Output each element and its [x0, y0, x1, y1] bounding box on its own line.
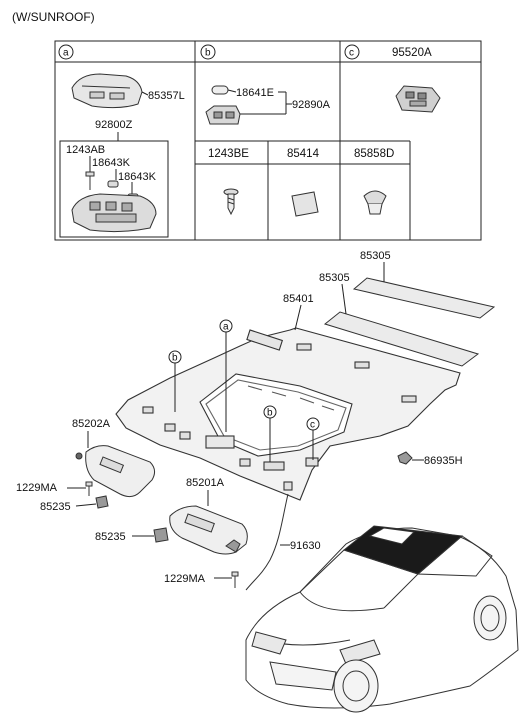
callout-b2-diagram-label: b — [267, 408, 273, 419]
label-92890A: 92890A — [292, 99, 331, 111]
roof-strip-mid — [323, 311, 480, 367]
screw-right-icon — [231, 571, 239, 588]
screw-left-icon — [85, 481, 93, 496]
sunvisor-right — [169, 505, 248, 555]
label-92800Z: 92800Z — [95, 119, 133, 131]
cell-c: c 95520A — [344, 44, 441, 113]
label-85858D: 85858D — [354, 148, 394, 160]
label-85201A: 85201A — [186, 477, 225, 489]
label-85235-right: 85235 — [95, 531, 126, 543]
callout-a-diagram-label: a — [223, 322, 229, 333]
map-lamp-icon — [395, 85, 441, 113]
cell-a-circle-label: a — [63, 48, 69, 59]
callout-c-diagram-label: c — [310, 420, 315, 431]
cell-b: b 18641E 92890A — [200, 44, 331, 125]
label-1229MA-left: 1229MA — [16, 482, 58, 494]
screw-icon — [223, 188, 239, 216]
label-85202A: 85202A — [72, 418, 111, 430]
label-1229MA-right: 1229MA — [164, 573, 206, 585]
holder-right-icon — [153, 527, 169, 543]
cell-a: a 85357L 92800Z 1243AB 18643K 18643K — [58, 44, 185, 238]
label-85235-left: 85235 — [40, 501, 71, 513]
room-lamp-assembly-icon — [71, 193, 157, 233]
label-18643K-1: 18643K — [92, 157, 131, 169]
pad-icon — [291, 191, 319, 217]
bulb-icon — [211, 85, 229, 95]
label-85357L: 85357L — [148, 90, 185, 102]
cell-a-subbox — [59, 140, 169, 238]
wire-harness — [245, 493, 289, 591]
label-95520A: 95520A — [392, 47, 432, 59]
label-85305-top: 85305 — [360, 250, 391, 262]
label-1243BE: 1243BE — [208, 148, 249, 160]
page-title: (W/SUNROOF) — [12, 10, 95, 24]
cell-c-circle-label: c — [349, 48, 354, 59]
label-85305-mid: 85305 — [319, 272, 350, 284]
room-lamp-icon — [71, 73, 143, 109]
label-91630: 91630 — [290, 540, 321, 552]
row2: 1243BE 85414 85858D — [208, 148, 394, 217]
label-18641E: 18641E — [236, 87, 274, 99]
cell-b-circle-label: b — [205, 48, 211, 59]
label-85401: 85401 — [283, 293, 314, 305]
roof-strip-top — [352, 277, 496, 319]
headliner — [115, 327, 461, 501]
holder-left-icon — [95, 495, 109, 509]
clip-icon — [363, 190, 387, 215]
parts-table — [54, 40, 482, 241]
clip-86935H-icon — [397, 451, 413, 465]
callout-circle-c — [344, 44, 360, 60]
callout-circle-b — [200, 44, 216, 60]
callout-circle-a — [58, 44, 74, 60]
label-85414: 85414 — [287, 148, 320, 160]
callout-b1-diagram-label: b — [172, 353, 178, 364]
car-illustration — [245, 525, 519, 713]
label-1243AB: 1243AB — [66, 144, 105, 156]
sunvisor-left — [75, 445, 156, 498]
label-18643K-2: 18643K — [118, 171, 157, 183]
bolt-icon — [85, 171, 95, 190]
vanity-lamp-icon — [205, 105, 241, 125]
label-86935H: 86935H — [424, 455, 463, 467]
